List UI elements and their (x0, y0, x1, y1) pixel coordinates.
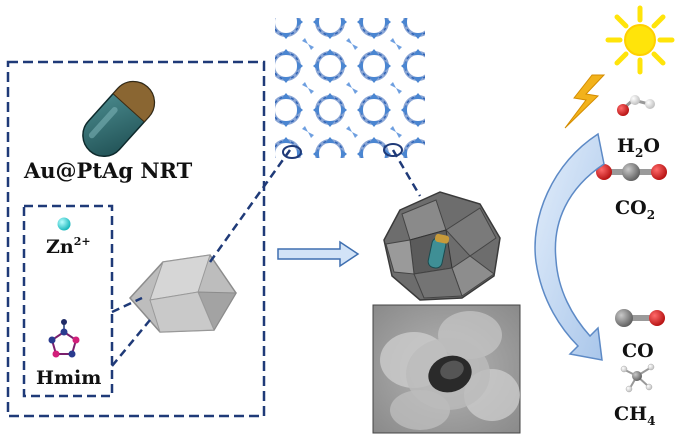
lightning-icon (564, 74, 606, 129)
zif-framework-lattice-icon (275, 18, 425, 159)
carbon-dioxide-label: CO2 (615, 197, 655, 222)
tem-micrograph-image (372, 304, 521, 434)
carbon-monoxide-molecule-icon (615, 309, 665, 327)
water-molecule-icon (617, 95, 655, 116)
zinc-ion-icon (57, 217, 71, 231)
methane-label: CH4 (614, 403, 655, 428)
carbon-dioxide-molecule-icon (596, 163, 667, 181)
nanorattle-capsule-icon (82, 80, 156, 158)
ligand-dashed-box (22, 204, 114, 398)
precursor-dashed-frame (6, 60, 266, 418)
composite-particle-icon (383, 191, 501, 301)
connector-lines (111, 149, 422, 367)
zif-crystal-icon (128, 254, 237, 333)
zinc-ion-label: Zn2+ (46, 235, 91, 258)
water-label: H2O (617, 135, 660, 160)
conversion-arrow-icon (534, 132, 605, 361)
nrt-label: Au@PtAg NRT (23, 158, 193, 183)
imidazole-molecule-icon (48, 319, 80, 358)
hmim-label: Hmim (36, 367, 101, 389)
methane-molecule-icon (620, 363, 655, 393)
process-arrow-icon (277, 240, 360, 268)
carbon-monoxide-label: CO (622, 340, 654, 362)
sun-icon (605, 5, 675, 75)
